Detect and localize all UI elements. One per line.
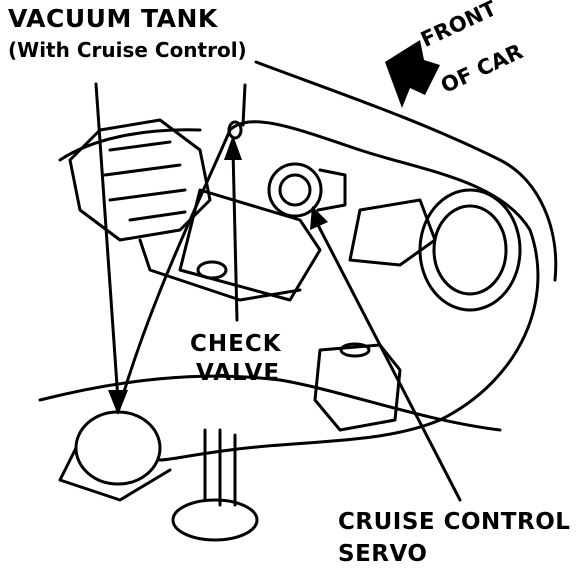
intake-runner: [138, 238, 302, 302]
check-valve-arrowhead: [224, 135, 242, 160]
check-valve-pointer: [231, 148, 239, 322]
vacuum-tank-label: VACUUM TANK: [8, 4, 218, 33]
servo-label-line1: CRUISE CONTROL: [338, 509, 571, 535]
hose-branch: [241, 83, 247, 127]
servo-label-line2: SERVO: [338, 541, 428, 567]
battery-connector: [171, 498, 259, 542]
vacuum-tank-arrowhead: [108, 390, 128, 415]
carburetor-detail: [103, 140, 187, 222]
booster-ring: [432, 204, 508, 296]
oil-filler-cap: [196, 260, 228, 280]
check-valve-label-line1: CHECK: [190, 331, 282, 357]
carburetor: [68, 118, 212, 242]
cruise-control-servo: [267, 162, 323, 218]
servo-inner: [278, 173, 312, 207]
fender-outline: [254, 60, 558, 282]
vacuum-tank: [74, 410, 162, 486]
vacuum-tank-pointer: [94, 82, 120, 402]
lower-body-line: [38, 374, 502, 432]
front-arrow: [385, 40, 440, 108]
connector-wires: [203, 428, 237, 507]
tank-bracket: [58, 446, 172, 502]
check-valve-label-line2: VALVE: [196, 360, 281, 386]
servo-pointer: [316, 223, 462, 502]
reservoir-cap: [339, 342, 371, 358]
master-cylinder: [348, 198, 437, 267]
servo-bracket: [316, 168, 347, 212]
check-valve: [227, 120, 243, 140]
servo-arrowhead: [310, 206, 328, 230]
inner-fender-line: [58, 128, 202, 162]
valve-cover: [178, 188, 322, 302]
vacuum-hose: [116, 120, 540, 462]
vacuum-tank-note: (With Cruise Control): [8, 38, 247, 62]
